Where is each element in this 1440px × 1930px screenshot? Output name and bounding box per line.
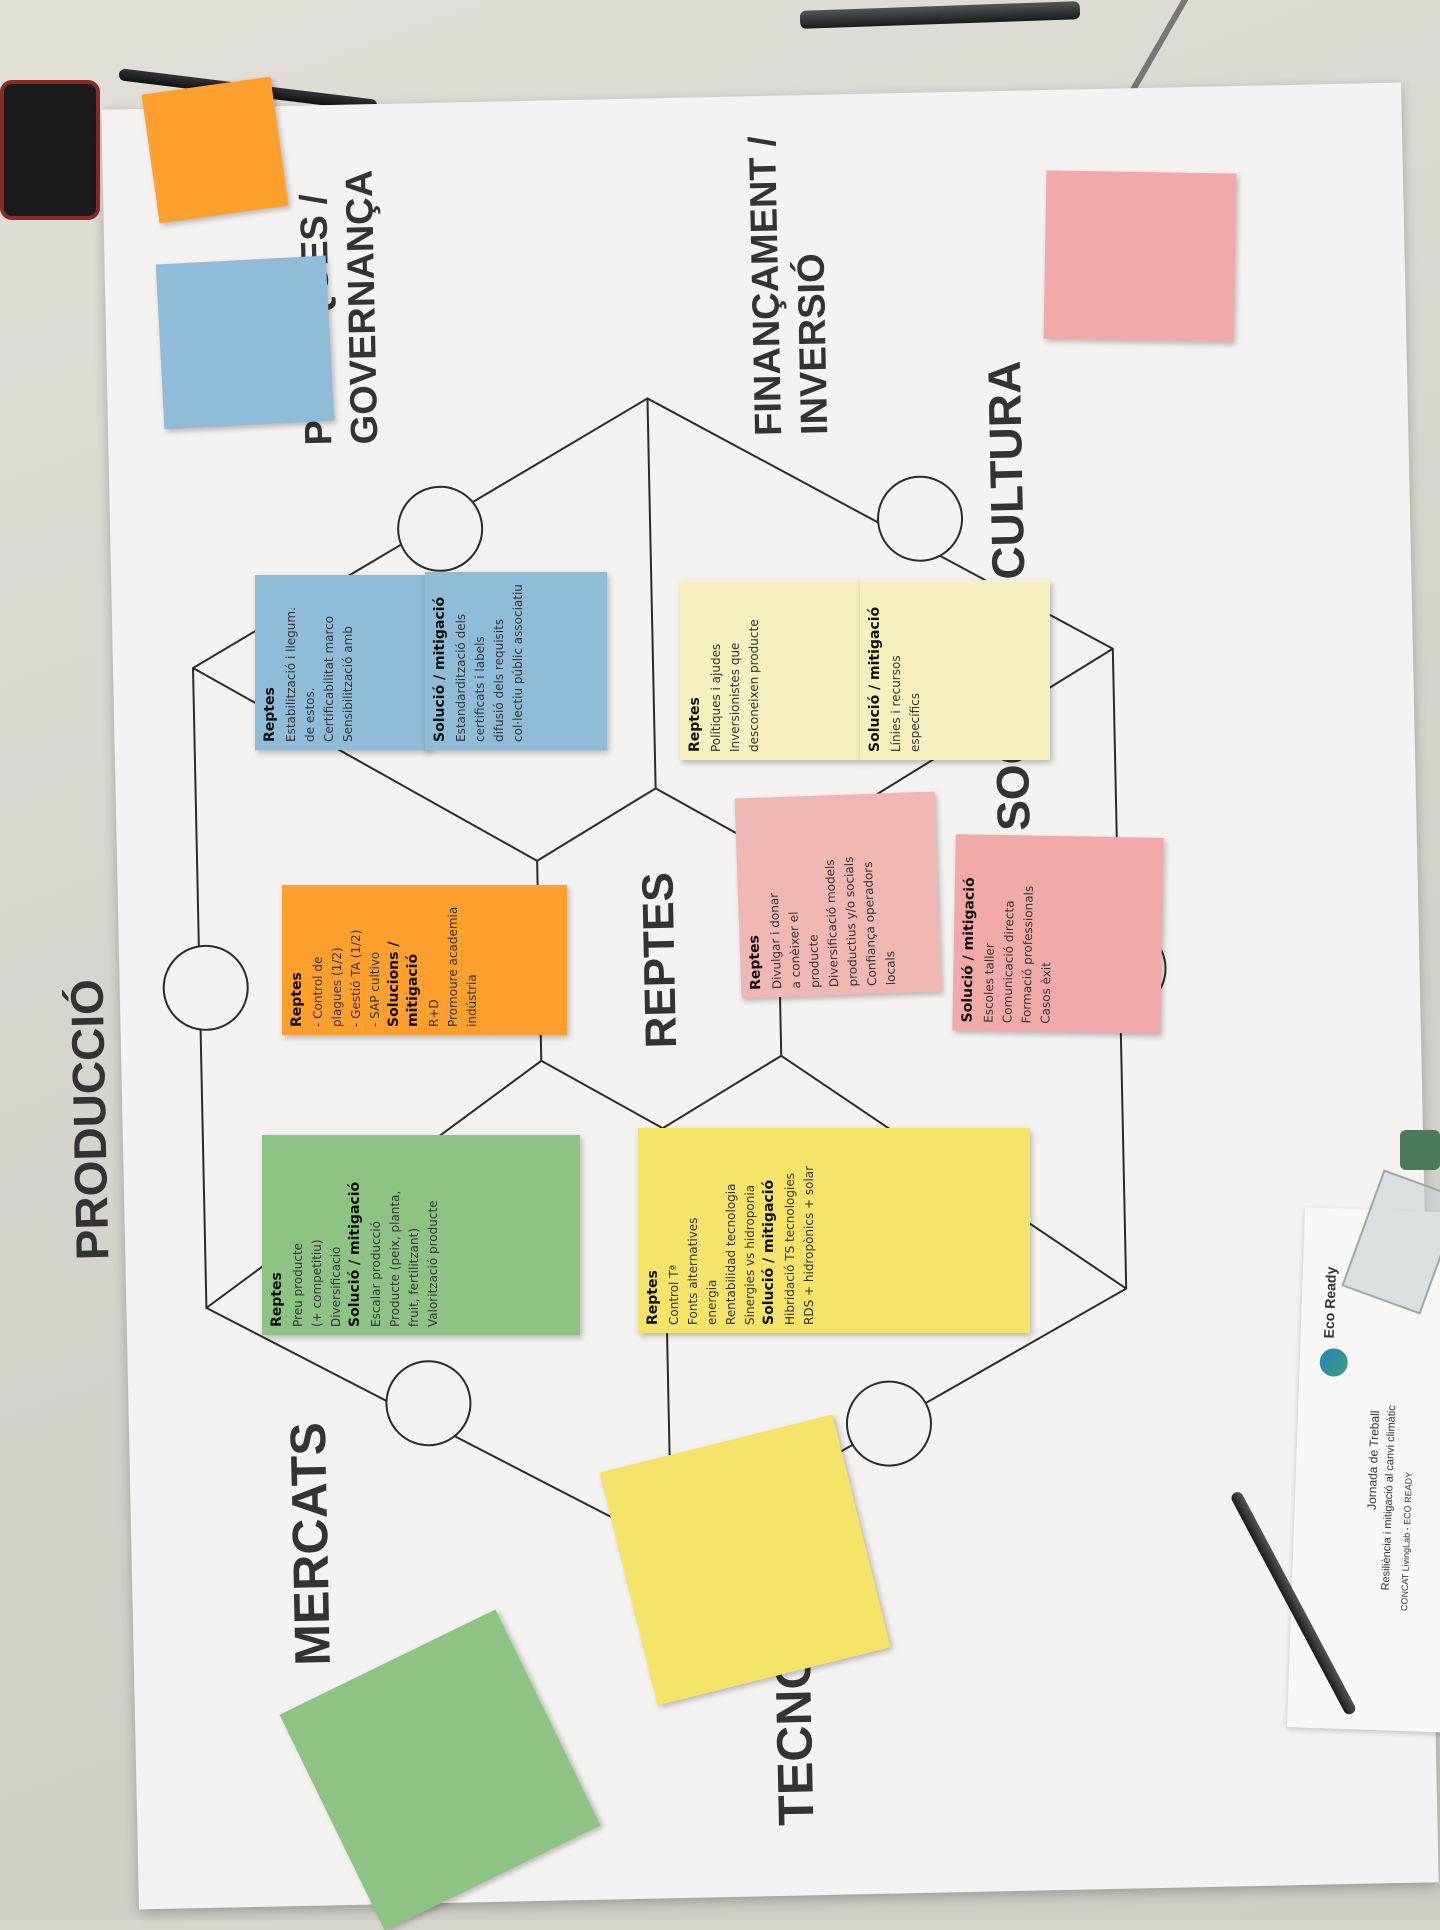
- note-line: Polítiques i ajudes: [709, 643, 723, 752]
- note-line: Casos èxit: [1038, 961, 1054, 1024]
- handout-title: Jornada de Treball: [1364, 1410, 1383, 1511]
- note-heading: Reptes: [289, 972, 305, 1027]
- center-label-reptes: REPTES: [633, 871, 687, 1049]
- note-line: Hibridació TS tecnologies: [783, 1173, 797, 1325]
- note-heading: Solucions / mitigació: [386, 941, 421, 1027]
- note-heading: Reptes: [645, 1270, 661, 1325]
- note-line: Línies i recursos: [889, 655, 903, 752]
- note-line: R+D: [427, 999, 441, 1027]
- handout-subtitle: Resiliència i mitigació al canvi climàti…: [1379, 1405, 1399, 1591]
- note-line: - Gestió TA (1/2): [349, 929, 363, 1027]
- note-heading: Reptes: [687, 697, 703, 752]
- note-heading: Solució / mitigació: [432, 596, 448, 742]
- note-line: Control Tª: [667, 1264, 681, 1325]
- note-line: plagues (1/2): [330, 947, 344, 1027]
- sticky-note-pink-blank: [1043, 170, 1237, 342]
- sticky-note-green-reptes-solucio: Reptes Preu producte (+ competitiu) Dive…: [262, 1135, 580, 1335]
- note-line: Estandardització dels: [454, 613, 468, 742]
- note-line: Promoure academia: [446, 906, 460, 1027]
- note-line: Estabilització i llegum.: [284, 607, 298, 742]
- sticky-note-blue-reptes: Reptes Estabilització i llegum. de estos…: [255, 575, 430, 750]
- sticky-note-blue-solucio: Solució / mitigació Estandardització del…: [425, 572, 607, 750]
- note-line: Sensibilització amb: [341, 626, 355, 742]
- note-heading: Reptes: [269, 1272, 285, 1327]
- note-heading: Reptes: [262, 687, 278, 742]
- note-line: - SAP cultivo: [368, 951, 382, 1027]
- note-line: difusió dels requisits: [492, 618, 506, 742]
- sticky-note-pink-solucio: Solució / mitigació Escoles taller Comun…: [952, 834, 1164, 1034]
- label-financament-line1: FINANÇAMENT /: [741, 135, 791, 437]
- note-line: fruit, fertilitzant): [407, 1227, 421, 1327]
- label-mercats: MERCATS: [279, 1421, 341, 1667]
- sticky-note-orange-reptes-solucio: Reptes - Control de plagues (1/2) - Gest…: [282, 885, 567, 1035]
- sticky-note-yellow-reptes-solucio: Reptes Control Tª Fonts alternatives ene…: [638, 1128, 1030, 1333]
- note-line: col·lectiu públic associatiu: [511, 584, 525, 742]
- note-line: certificats i labels: [473, 636, 487, 742]
- note-heading: Solució / mitigació: [867, 606, 883, 752]
- note-line: Sinergies vs hidroponia: [743, 1184, 757, 1325]
- note-heading: Solució / mitigació: [761, 1179, 777, 1325]
- note-line: Inversionistes que: [728, 642, 742, 752]
- sticky-note-pink-reptes: Reptes Divulgar i donar a conèixer el pr…: [734, 791, 942, 999]
- note-line: (+ competitiu): [310, 1239, 324, 1327]
- label-politiques-line2: GOVERNANÇA: [338, 169, 387, 445]
- note-line: desconeixen producte: [747, 619, 761, 752]
- note-line: Rentabilidad tecnologia: [724, 1183, 738, 1325]
- note-line: específics: [908, 693, 922, 752]
- note-line: indústria: [465, 974, 479, 1027]
- phone: [0, 80, 100, 220]
- note-line: Fonts alternatives: [686, 1217, 700, 1325]
- note-heading: Solució / mitigació: [347, 1181, 363, 1327]
- sticky-note-blue-blank: [155, 255, 335, 430]
- label-financament-line2: INVERSIÓ: [790, 252, 837, 436]
- note-heading: Solució / mitigació: [959, 877, 978, 1023]
- label-produccio: PRODUCCIÓ: [60, 978, 119, 1261]
- handout-brand: Eco Ready: [1320, 1266, 1340, 1339]
- note-line: Diversificació: [329, 1246, 343, 1327]
- tape-dispenser: [1400, 1130, 1440, 1170]
- note-line: energia: [705, 1279, 719, 1325]
- sticky-note-orange-blank: [141, 76, 289, 224]
- note-line: Escalar producció: [369, 1221, 383, 1327]
- eco-ready-logo-icon: [1319, 1347, 1349, 1377]
- handout-footer: CONCAT LivingLab - ECO READY: [1399, 1471, 1414, 1612]
- note-line: Preu producte: [291, 1242, 305, 1327]
- note-line: Producte (peix, planta,: [388, 1190, 402, 1327]
- note-line: Certificabilitat marco: [322, 615, 336, 742]
- note-line: Valorització producte: [426, 1200, 440, 1327]
- note-line: de estos.: [303, 687, 317, 742]
- sticky-note-yellowlight-solucio: Solució / mitigació Línies i recursos es…: [860, 580, 1050, 760]
- sticky-note-yellowlight-reptes: Reptes Polítiques i ajudes Inversioniste…: [680, 580, 860, 760]
- note-line: - Control de: [311, 956, 325, 1027]
- note-line: RDS + hidropònics + solar: [802, 1165, 816, 1325]
